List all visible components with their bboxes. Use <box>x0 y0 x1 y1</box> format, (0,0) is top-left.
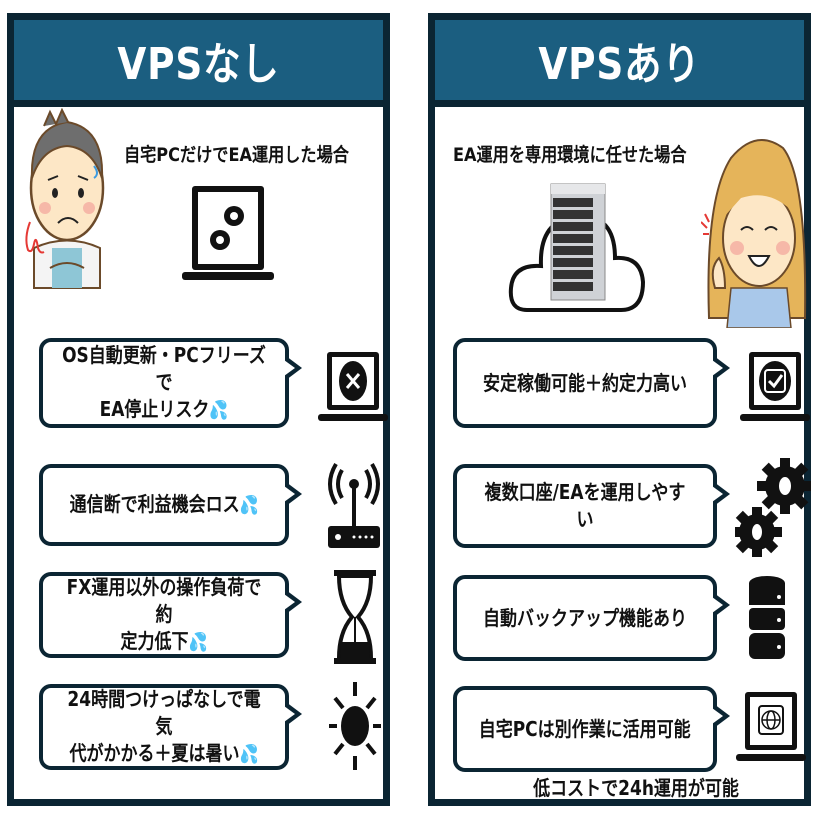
panel-without-vps: VPSなし 自宅PCだけでEA運用した場合 OS自動更新・PCフリーズで EA停… <box>7 13 390 806</box>
panel-header: VPSなし <box>14 20 383 107</box>
wifi-router-icon <box>328 462 380 548</box>
bubble-line: 24時間つけっぱなしで電気 <box>67 687 261 739</box>
bubble-line: 代がかかる＋夏は暑い <box>69 741 240 766</box>
sweat-drops-icon: 💦 <box>209 400 229 422</box>
bubble-line: FX運用以外の操作負荷で約 <box>66 575 262 627</box>
laptop-check-icon <box>740 352 810 421</box>
risk-bubble-workload: FX運用以外の操作負荷で約 定力低下💦 <box>39 572 302 658</box>
bubble-line: OS自動更新・PCフリーズで <box>62 343 266 395</box>
benefit-bubble-stable: 安定稼働可能＋約定力高い <box>453 338 730 428</box>
smiling-woman-illustration <box>701 139 807 328</box>
laptop-globe-icon <box>736 692 806 761</box>
bubble-line: 自宅PCは別作業に活用可能 <box>479 716 691 741</box>
panel-title: VPSあり <box>538 39 701 90</box>
benefit-bubble-backup: 自動バックアップ機能あり <box>453 575 730 661</box>
bubble-line: 自動バックアップ機能あり <box>483 605 687 630</box>
bubble-line: 複数口座/EAを運用しやすい <box>484 480 686 531</box>
risk-bubble-connection-loss: 通信断で利益機会ロス💦 <box>39 464 302 546</box>
gears-icon <box>735 458 811 557</box>
scribble-icon <box>25 221 45 254</box>
benefit-bubble-multi-account: 複数口座/EAを運用しやすい <box>453 464 730 548</box>
footer-note: 低コストで24h運用が可能 <box>533 776 739 800</box>
cloud-server-icon <box>508 183 646 312</box>
sun-icon <box>329 682 381 770</box>
panel-with-vps: VPSあり EA運用を専用環境に任せた場合 安定稼働可能＋約定力高い <box>428 13 811 806</box>
hourglass-icon <box>334 570 376 664</box>
worried-man-illustration <box>29 108 105 289</box>
sweat-drops-icon: 💦 <box>188 632 208 654</box>
left-subtitle: 自宅PCだけでEA運用した場合 <box>124 144 349 166</box>
sweat-drops-icon: 💦 <box>239 744 259 766</box>
bubble-line: 安定稼働可能＋約定力高い <box>483 370 687 395</box>
risk-bubble-os-update: OS自動更新・PCフリーズで EA停止リスク💦 <box>39 338 302 428</box>
right-subtitle: EA運用を専用環境に任せた場合 <box>453 144 687 166</box>
panel-header: VPSあり <box>435 20 804 107</box>
panel-title: VPSなし <box>117 39 280 90</box>
risk-bubble-electricity: 24時間つけっぱなしで電気 代がかかる＋夏は暑い💦 <box>39 684 302 770</box>
laptop-x-icon <box>318 352 388 421</box>
bubble-line: EA停止リスク <box>99 397 210 422</box>
sweat-drops-icon: 💦 <box>239 495 259 517</box>
bubble-line: 通信断で利益機会ロス <box>69 492 240 517</box>
laptop-gears-icon <box>182 186 274 280</box>
bubble-line: 定力低下 <box>120 629 189 654</box>
benefit-bubble-free-pc: 自宅PCは別作業に活用可能 <box>453 686 730 772</box>
database-icon <box>749 576 785 659</box>
